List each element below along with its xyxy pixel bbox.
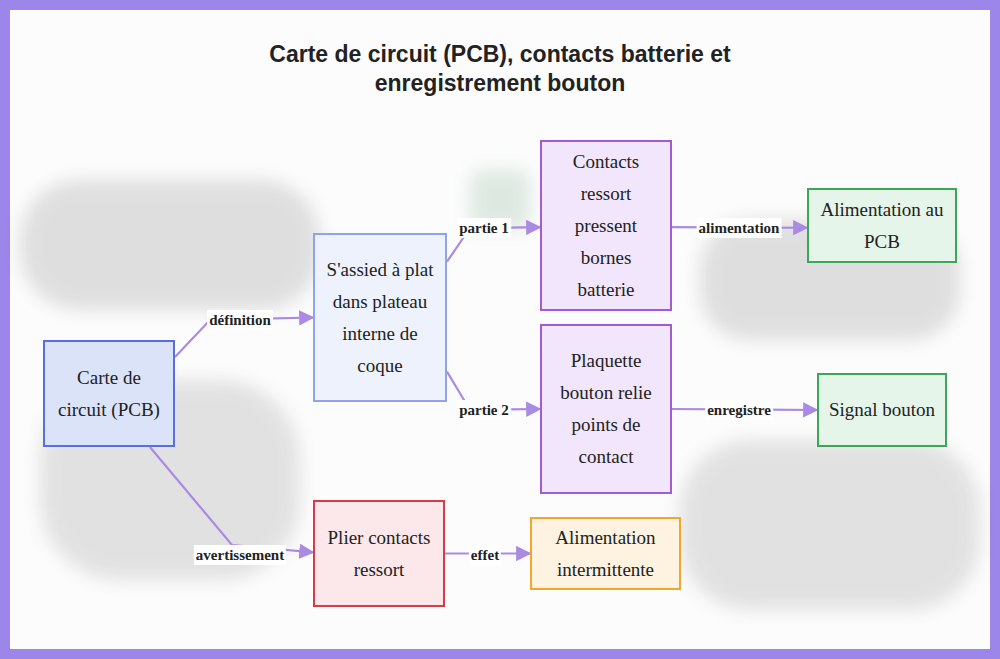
warning-box: Plier contacts ressort [313, 500, 445, 607]
edge-label: définition [207, 310, 273, 330]
node-text: Contacts ressort pressent bornes batteri… [550, 146, 662, 306]
text-stack: S'assied à plat dans plateau interne de … [323, 254, 437, 382]
edge-label: alimentation [697, 218, 782, 238]
text-stack: Carte de circuit (PCB) [53, 362, 165, 426]
node-text: Alimentation au PCB [817, 194, 947, 258]
process-box: Plaquette bouton relie points de contact [540, 324, 672, 494]
connector-arrow [150, 447, 313, 552]
diagram-title: Carte de circuit (PCB), contacts batteri… [200, 40, 800, 98]
blurred-shape [680, 440, 980, 610]
edge-label: partie 2 [457, 400, 511, 420]
node-text: Alimentation intermittente [540, 522, 671, 586]
text-stack: Plaquette bouton relie points de contact [550, 345, 662, 473]
node-text: Carte de circuit (PCB) [53, 362, 165, 426]
edge-label: avertissement [194, 545, 286, 565]
node-text: Plaquette bouton relie points de contact [550, 345, 662, 473]
result-box: Signal bouton [817, 373, 947, 447]
node-text: Signal bouton [829, 394, 935, 426]
node-text: S'assied à plat dans plateau interne de … [323, 254, 437, 382]
edge-label: effet [469, 545, 501, 565]
text-stack: Alimentation au PCB [817, 194, 947, 258]
node-text: Plier contacts ressort [323, 522, 435, 586]
result-box: Alimentation au PCB [807, 188, 957, 263]
text-stack: Alimentation intermittente [540, 522, 671, 586]
text-stack: Contacts ressort pressent bornes batteri… [550, 146, 662, 306]
edge-label: enregistre [705, 400, 773, 420]
blurred-shape [20, 180, 320, 310]
text-stack: Signal bouton [829, 394, 935, 426]
main-box: Carte de circuit (PCB) [43, 340, 175, 447]
process-box: Contacts ressort pressent bornes batteri… [540, 140, 672, 311]
effect-box: Alimentation intermittente [530, 517, 681, 590]
text-stack: Plier contacts ressort [323, 522, 435, 586]
edge-label: partie 1 [457, 218, 511, 238]
process-box: S'assied à plat dans plateau interne de … [313, 233, 447, 402]
